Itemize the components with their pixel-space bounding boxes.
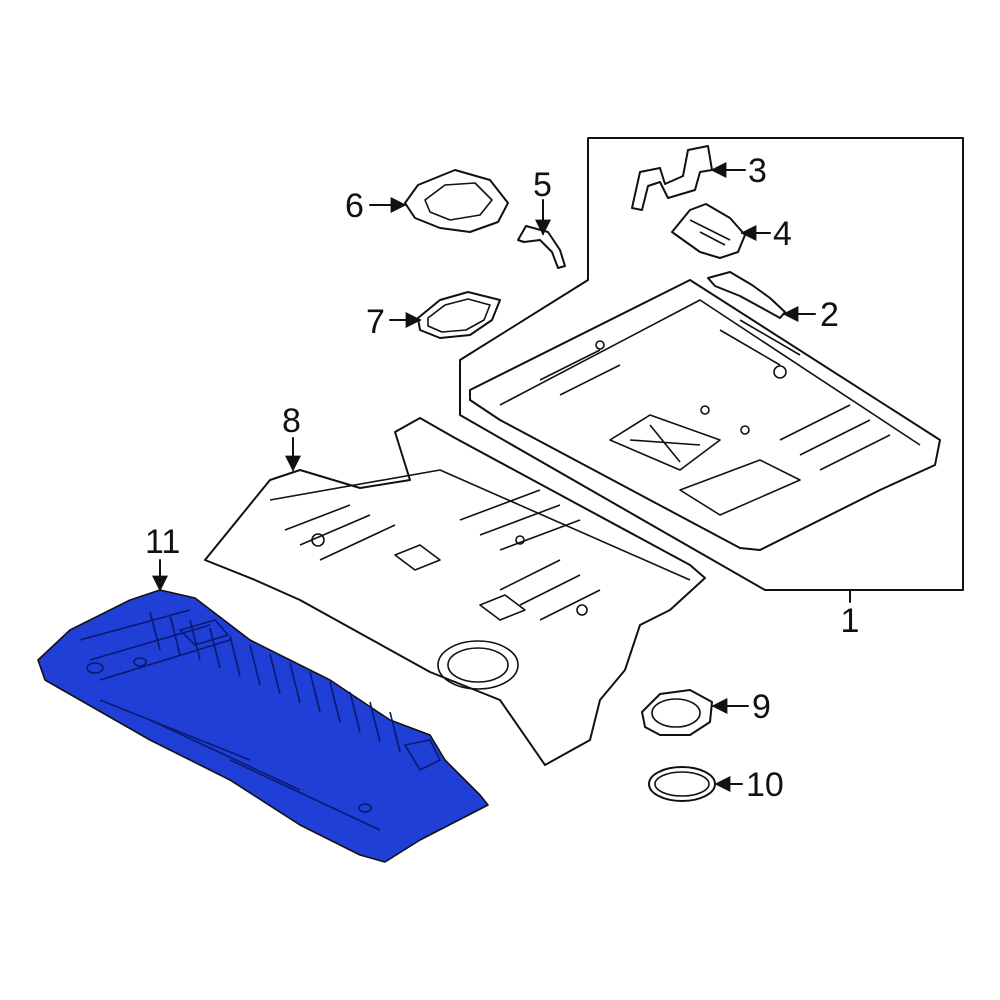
callout-8: 8 [282,402,301,440]
callout-4: 4 [773,215,792,253]
callout-11: 11 [145,523,180,561]
callout-5: 5 [533,166,552,204]
part-8-center-floor-pan[interactable] [204,417,706,766]
part-10-seal-ring[interactable] [648,766,716,802]
callout-2: 2 [820,296,839,334]
callout-3: 3 [748,152,767,190]
callout-leaders [152,162,816,792]
callout-6: 6 [345,187,364,225]
part-3-bracket[interactable] [631,145,713,211]
part-5-strap[interactable] [517,225,566,269]
part-1-rear-floor-pan[interactable] [469,279,941,551]
callout-10: 10 [746,766,784,804]
part-9-cover-plate[interactable] [641,689,713,736]
part-7-gasket[interactable] [417,291,501,339]
part-4-reinforcement[interactable] [671,203,746,259]
part-6-cover[interactable] [404,169,509,233]
callout-7: 7 [366,303,385,341]
part-11-floor-shield[interactable] [37,589,489,863]
callout-9: 9 [752,688,771,726]
part-1-bracket-box [459,137,964,591]
callout-1: 1 [841,602,860,640]
